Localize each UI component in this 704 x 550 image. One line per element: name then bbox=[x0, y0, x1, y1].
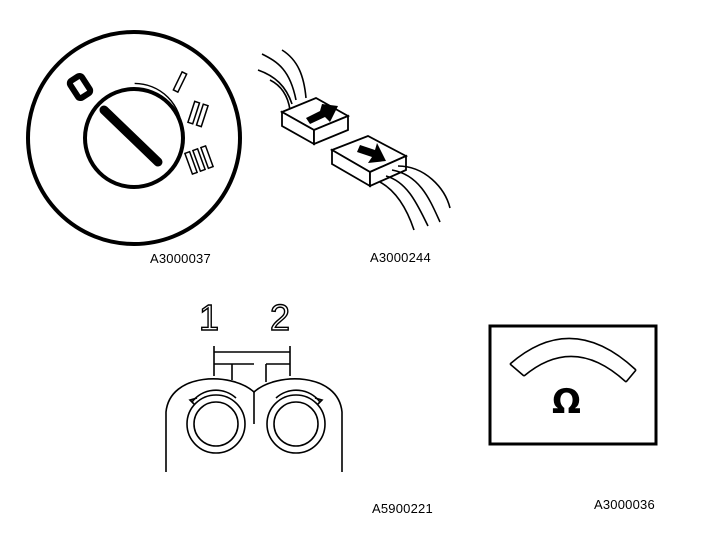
left-pin bbox=[193, 401, 239, 447]
position-0-mark bbox=[66, 72, 94, 102]
upper-wire-3 bbox=[281, 49, 307, 99]
ignition-switch-figure bbox=[26, 30, 242, 246]
scale-arc-right-cap bbox=[625, 369, 637, 383]
upper-wire-1 bbox=[261, 53, 297, 101]
arrow-down-icon bbox=[357, 143, 386, 163]
right-pin-cavity bbox=[266, 394, 326, 454]
lower-wire-2 bbox=[385, 175, 429, 227]
position-I-mark bbox=[172, 70, 188, 94]
scale-arc-outer bbox=[509, 337, 637, 371]
ohm-symbol: Ω bbox=[552, 382, 581, 422]
ohmmeter-figure bbox=[488, 324, 658, 446]
position-III-mark bbox=[183, 144, 215, 176]
caption-ignition-switch: A3000037 bbox=[150, 251, 211, 266]
lower-wire-1 bbox=[391, 169, 441, 223]
scale-arc-inner bbox=[523, 355, 627, 383]
lower-connector bbox=[329, 135, 409, 188]
two-pin-socket-figure bbox=[165, 346, 343, 472]
caption-connector-pair: A3000244 bbox=[370, 250, 431, 265]
pin-label-2: 2 bbox=[269, 297, 291, 338]
switch-lock-barrel bbox=[83, 87, 185, 189]
pin-label-1: 1 bbox=[198, 297, 220, 338]
meter-frame bbox=[488, 324, 658, 446]
connector-pair-figure bbox=[257, 49, 451, 231]
right-cavity-arrow bbox=[314, 397, 324, 405]
arrow-up-icon bbox=[306, 104, 338, 124]
scale-arc-left-cap bbox=[509, 363, 525, 377]
lower-wire-3 bbox=[397, 165, 451, 209]
barrel-highlight bbox=[134, 82, 183, 131]
upper-wire-2 bbox=[257, 69, 293, 105]
caption-ohmmeter: A3000036 bbox=[594, 497, 655, 512]
position-II-mark bbox=[186, 100, 210, 128]
left-cavity-arrow bbox=[188, 397, 198, 405]
right-pin bbox=[273, 401, 319, 447]
lower-wire-4 bbox=[379, 181, 415, 231]
switch-outer-ring bbox=[26, 30, 242, 246]
caption-two-pin-socket: A5900221 bbox=[372, 501, 433, 516]
upper-wire-4 bbox=[269, 79, 291, 111]
key-slot bbox=[99, 105, 163, 167]
left-pin-cavity bbox=[186, 394, 246, 454]
upper-connector bbox=[279, 97, 351, 146]
